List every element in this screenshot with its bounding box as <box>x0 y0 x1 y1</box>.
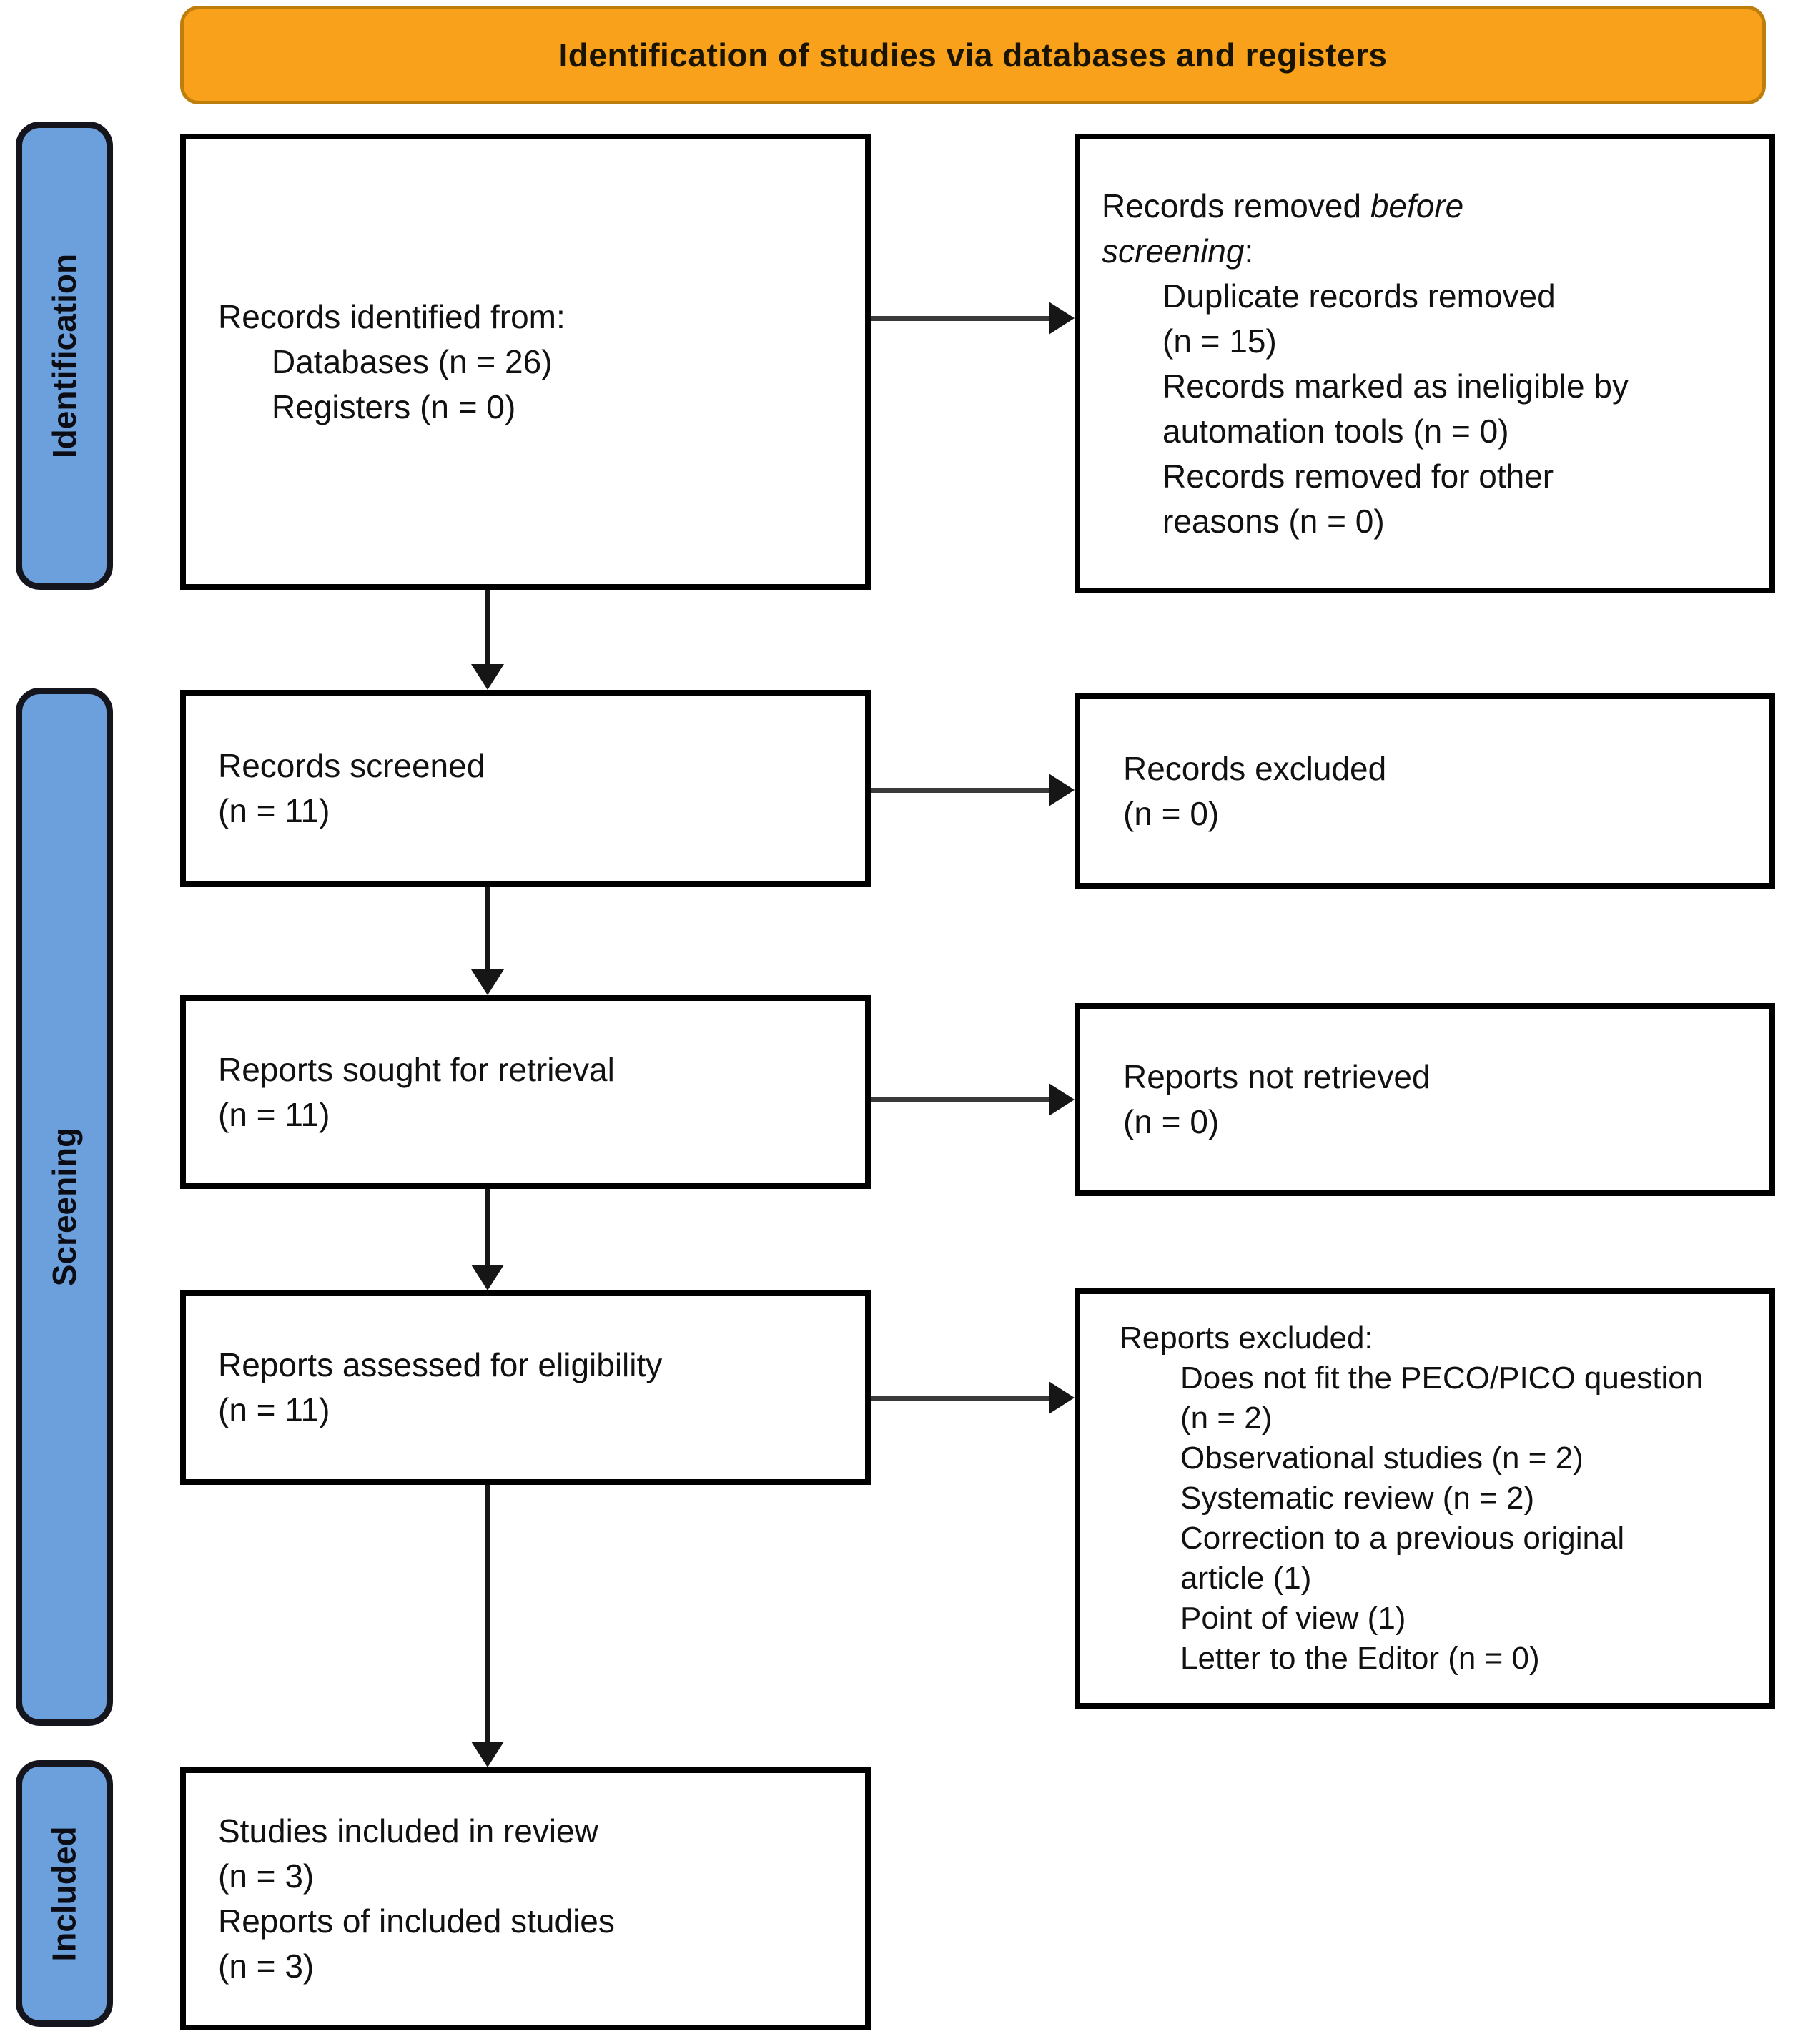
records-removed-prefix: Records removed <box>1102 187 1370 224</box>
arrow-shaft <box>871 787 1053 793</box>
records-removed-other: Records removed for other reasons (n = 0… <box>1162 457 1554 540</box>
reports-excluded-letter: Letter to the Editor (n = 0) <box>1180 1641 1540 1676</box>
arrow-shaft <box>871 315 1053 321</box>
arrow-shaft <box>485 590 490 668</box>
stage-screening-label: Screening <box>46 1127 84 1287</box>
records-removed-colon: : <box>1244 232 1254 270</box>
banner-identification-of-studies: Identification of studies via databases … <box>180 6 1766 104</box>
reports-not-retrieved-count: (n = 0) <box>1123 1103 1220 1140</box>
reports-excluded-systematic: Systematic review (n = 2) <box>1180 1481 1535 1516</box>
arrow-shaft <box>871 1395 1053 1401</box>
node-records-excluded: Records excluded (n = 0) <box>1075 693 1775 889</box>
banner-title: Identification of studies via databases … <box>558 36 1388 74</box>
node-reports-assessed: Reports assessed for eligibility (n = 11… <box>180 1290 871 1485</box>
reports-not-retrieved-line1: Reports not retrieved <box>1123 1058 1431 1095</box>
right-arrow-assessed-to-reportsexcluded <box>871 1381 1075 1414</box>
records-removed-duplicates: Duplicate records removed (n = 15) <box>1162 277 1556 360</box>
node-studies-included: Studies included in review (n = 3) Repor… <box>180 1767 871 2030</box>
records-identified-databases: Databases (n = 26) <box>272 342 553 380</box>
records-removed-ineligible: Records marked as ineligible by automati… <box>1162 367 1629 450</box>
node-records-identified: Records identified from: Databases (n = … <box>180 134 871 590</box>
records-removed-italic: before screening <box>1102 187 1464 270</box>
records-screened-count: (n = 11) <box>218 791 330 829</box>
down-arrow-screened-to-sought <box>471 887 504 995</box>
records-screened-line1: Records screened <box>218 746 485 784</box>
down-arrow-sought-to-assessed <box>471 1189 504 1290</box>
node-reports-sought: Reports sought for retrieval (n = 11) <box>180 995 871 1189</box>
stage-identification: Identification <box>16 122 113 590</box>
arrow-shaft <box>485 1189 490 1269</box>
arrow-shaft <box>485 1485 490 1746</box>
stage-included-label: Included <box>46 1825 83 1962</box>
right-arrow-sought-to-notretrieved <box>871 1083 1075 1116</box>
node-reports-not-retrieved: Reports not retrieved (n = 0) <box>1075 1003 1775 1196</box>
stage-screening: Screening <box>16 688 113 1726</box>
studies-included-count1: (n = 3) <box>218 1857 315 1895</box>
node-reports-excluded: Reports excluded: Does not fit the PECO/… <box>1075 1288 1775 1709</box>
arrow-head-right-icon <box>1049 1083 1075 1116</box>
records-excluded-count: (n = 0) <box>1123 794 1220 832</box>
arrow-head-right-icon <box>1049 774 1075 806</box>
arrow-head-down-icon <box>471 1742 504 1767</box>
reports-sought-count: (n = 11) <box>218 1095 330 1133</box>
records-identified-registers: Registers (n = 0) <box>272 387 516 425</box>
right-arrow-screened-to-excluded <box>871 774 1075 806</box>
records-removed-title: Records removed before screening: <box>1102 184 1559 274</box>
studies-included-count2: (n = 3) <box>218 1947 315 1985</box>
down-arrow-identified-to-screened <box>471 590 504 690</box>
reports-excluded-pointofview: Point of view (1) <box>1180 1601 1406 1636</box>
records-identified-title: Records identified from: <box>218 297 565 335</box>
arrow-head-right-icon <box>1049 302 1075 335</box>
arrow-shaft <box>871 1097 1053 1102</box>
arrow-shaft <box>485 887 490 974</box>
reports-excluded-peco: Does not fit the PECO/PICO question (n =… <box>1180 1361 1704 1436</box>
stage-identification-label: Identification <box>46 253 84 458</box>
studies-included-line1: Studies included in review <box>218 1812 598 1850</box>
reports-excluded-observational: Observational studies (n = 2) <box>1180 1441 1584 1476</box>
node-records-removed: Records removed before screening: Duplic… <box>1075 134 1775 593</box>
reports-assessed-count: (n = 11) <box>218 1391 330 1428</box>
arrow-head-down-icon <box>471 664 504 690</box>
reports-assessed-line1: Reports assessed for eligibility <box>218 1346 663 1383</box>
node-records-screened: Records screened (n = 11) <box>180 690 871 887</box>
down-arrow-assessed-to-included <box>471 1485 504 1767</box>
records-excluded-line1: Records excluded <box>1123 749 1387 787</box>
stage-included: Included <box>16 1760 113 2027</box>
reports-excluded-title: Reports excluded: <box>1120 1320 1373 1356</box>
reports-excluded-correction: Correction to a previous original articl… <box>1180 1521 1625 1596</box>
arrow-head-right-icon <box>1049 1381 1075 1414</box>
arrow-head-down-icon <box>471 1265 504 1290</box>
right-arrow-identified-to-removed <box>871 302 1075 335</box>
reports-sought-line1: Reports sought for retrieval <box>218 1050 615 1088</box>
studies-included-line2: Reports of included studies <box>218 1902 615 1940</box>
arrow-head-down-icon <box>471 969 504 995</box>
